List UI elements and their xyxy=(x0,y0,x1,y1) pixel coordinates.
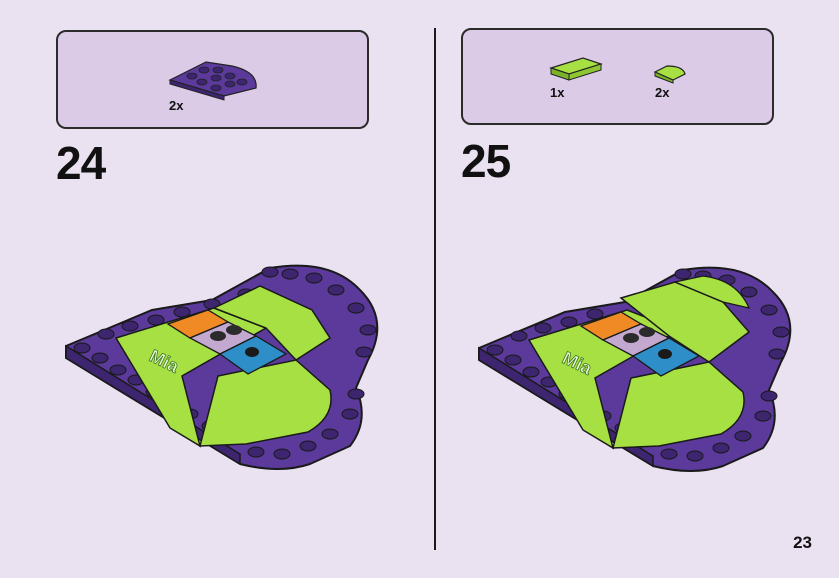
step-number: 24 xyxy=(56,137,106,189)
parts-callout: 2x xyxy=(56,30,369,129)
page-number: 23 xyxy=(793,533,812,552)
lime-quarter-round-tile-icon xyxy=(653,65,686,84)
step-divider xyxy=(434,28,436,550)
assembly-model-illustration: Mia xyxy=(478,266,792,472)
lime-tile-icon xyxy=(549,57,603,81)
part-quantity: 2x xyxy=(169,98,184,113)
step-25-panel: 1x 2x 25 Mia xyxy=(437,0,839,578)
part-quantity: 2x xyxy=(655,85,670,100)
parts-callout: 1x 2x xyxy=(461,28,774,125)
step-24-panel: 2x 24 Mia xyxy=(56,30,379,470)
part-quantity: 1x xyxy=(550,85,565,100)
step-number: 25 xyxy=(461,135,511,187)
assembly-model-illustration: Mia xyxy=(65,264,379,470)
purple-quarter-round-plate-icon xyxy=(168,61,257,101)
